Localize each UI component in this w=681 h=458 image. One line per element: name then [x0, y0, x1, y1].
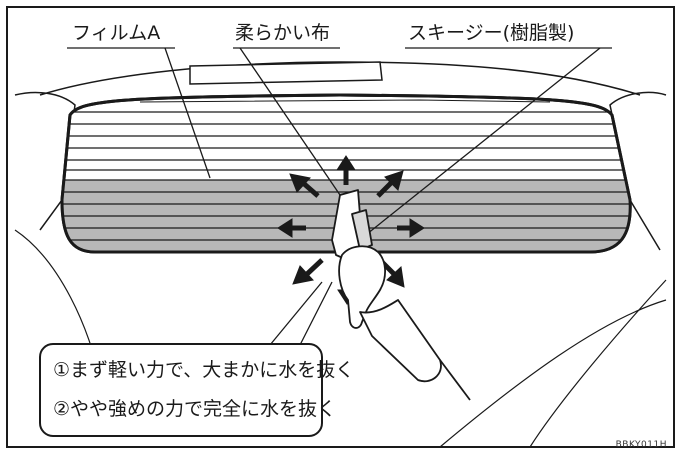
car-sweep-curve — [439, 299, 667, 448]
car-roof-panel — [189, 61, 383, 85]
instruction-box: ①まず軽い力で、大まかに水を抜く ②やや強めの力で完全に水を抜く — [39, 343, 354, 437]
sleeve-icon — [359, 299, 442, 383]
figure-code: BBKY011H — [615, 440, 667, 450]
pointer-to-step-box — [269, 281, 323, 346]
film-a-label: フィルムA — [72, 22, 161, 44]
car-roof-line — [39, 61, 641, 96]
squeegee-label: スキージー(樹脂製) — [408, 22, 575, 44]
hand-icon — [338, 245, 386, 329]
arrow-upright-icon — [376, 170, 404, 198]
arrow-downleft-icon — [292, 258, 324, 285]
hand-with-squeegee — [331, 189, 471, 401]
car-left-pillar — [14, 91, 76, 231]
arrow-upleft-icon — [289, 173, 320, 198]
arrow-up-icon — [336, 155, 356, 185]
arrow-right-icon — [397, 218, 425, 238]
outer-border — [6, 6, 675, 448]
glass-inner-top — [139, 99, 551, 103]
step-1-text: ①まず軽い力で、大まかに水を抜く — [53, 359, 355, 381]
arrow-left-icon — [277, 218, 306, 238]
car-lower-right — [529, 279, 667, 448]
leader-lines — [67, 47, 612, 239]
squeegee-icon — [351, 209, 373, 251]
pointer-to-step-box-2 — [299, 281, 333, 346]
arm-line — [439, 359, 471, 401]
soft-cloth-label: 柔らかい布 — [235, 22, 331, 44]
car-right-pillar — [609, 91, 667, 251]
step-2-text: ②やや強めの力で完全に水を抜く — [53, 398, 337, 420]
